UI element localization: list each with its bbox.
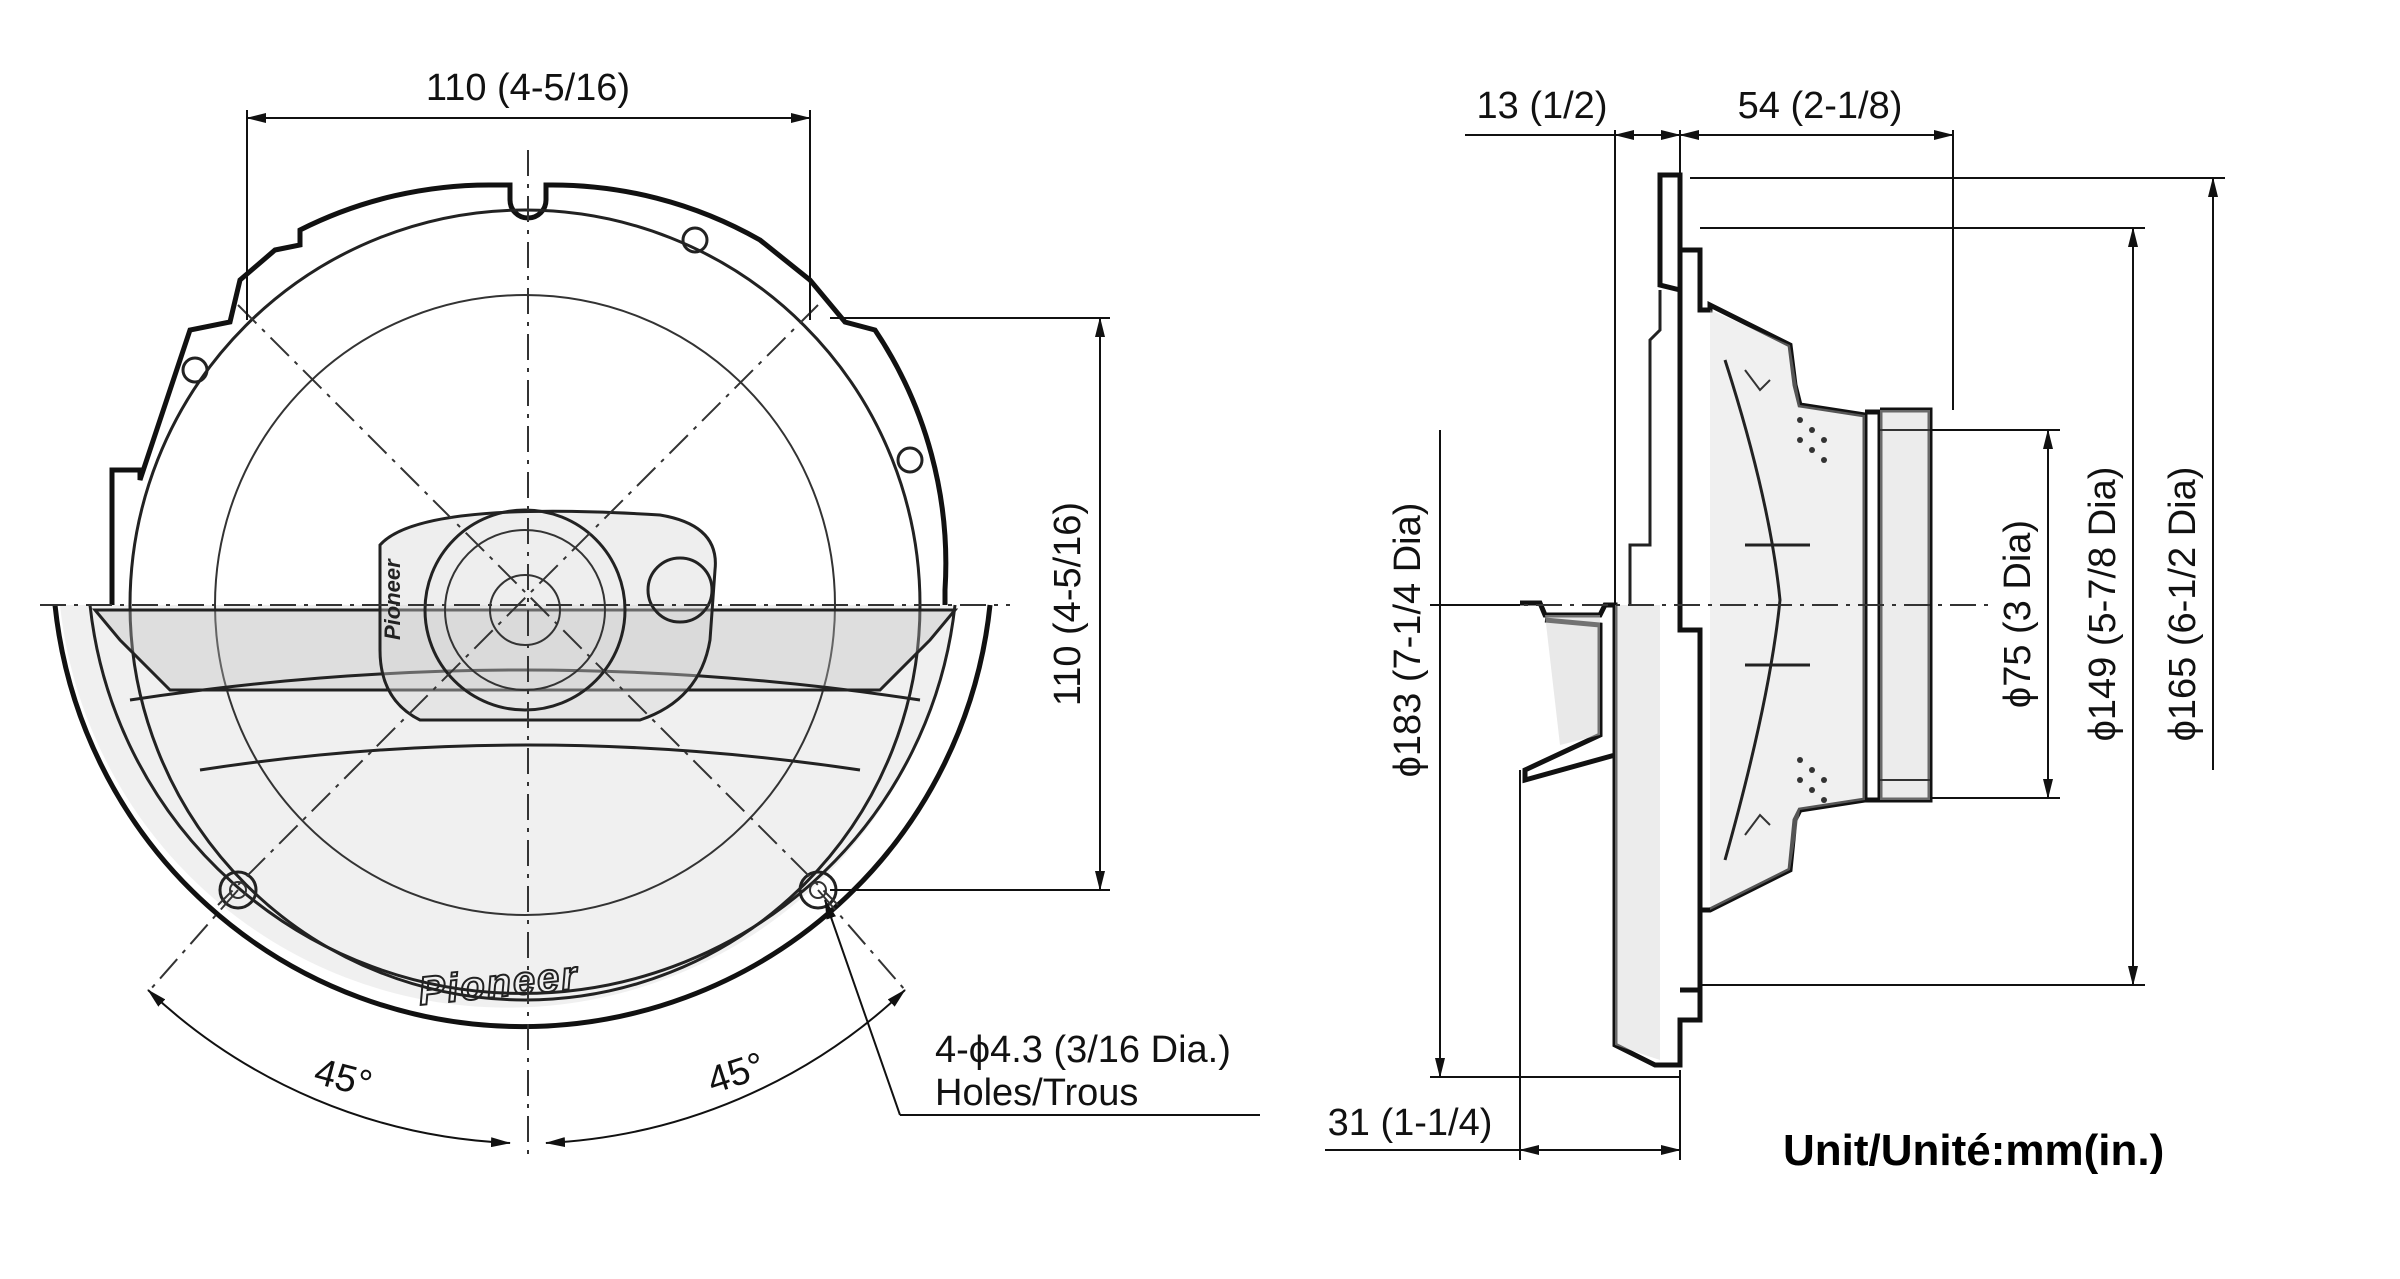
dim-right-label: 110 (4-5/16) <box>1047 502 1089 706</box>
tweeter-center <box>489 574 561 646</box>
diagonal-centerline-1 <box>237 304 839 906</box>
unit-label: Unit/Unité:mm(in.) <box>1783 1126 2164 1175</box>
mount-hole-left <box>218 870 258 910</box>
hole-top-right <box>681 226 709 254</box>
dim-flange-label: 13 (1/2) <box>1477 85 1608 127</box>
flange-shade <box>1615 605 1660 1060</box>
speaker-lower-rim-inner <box>88 604 957 995</box>
basket-window-top <box>1744 369 1771 392</box>
angle-ref-right <box>817 889 906 991</box>
speaker-lower-rim <box>52 604 993 1030</box>
mount-hole-left-inner <box>229 881 247 899</box>
grille-bar <box>91 608 959 692</box>
angle-right-label: 45° <box>702 1045 770 1103</box>
dim-protrusion-label: 31 (1-1/4) <box>1328 1102 1493 1144</box>
small-brand-logo: Pioneer <box>380 558 405 640</box>
speaker-outer-frame <box>109 182 949 605</box>
supertweeter <box>646 556 714 624</box>
angle-left-label: 45° <box>310 1051 376 1106</box>
side-view: 13 (1/2) 54 (2-1/8) 31 (1-1/4) ϕ183 (7-1… <box>1325 85 2225 1160</box>
tweeter-outer <box>423 508 627 712</box>
diagonal-centerline-2 <box>217 304 819 906</box>
dia-mount-label: ϕ165 (6-1/2 Dia) <box>2162 467 2204 742</box>
hole-top-left <box>181 356 209 384</box>
basket-shade <box>1710 310 1865 910</box>
vent-dots-bottom <box>1797 757 1827 803</box>
grille-protrusion-shade <box>1545 615 1600 745</box>
hole-right <box>896 446 924 474</box>
dia-cutout-label: ϕ149 (5-7/8 Dia) <box>2082 467 2124 742</box>
holes-label-1: 4-ϕ4.3 (3/16 Dia.) <box>935 1029 1231 1071</box>
flange-outline <box>1612 172 1703 1068</box>
flange-inner <box>1628 290 1662 605</box>
grille-lower-band <box>60 605 955 1008</box>
angle-arc-left <box>147 989 511 1148</box>
basket-outline <box>1680 247 1868 993</box>
vent-dots-top <box>1797 417 1827 463</box>
dia-magnet-label: ϕ75 (3 Dia) <box>1997 520 2039 708</box>
cone-curve <box>1723 359 1782 861</box>
dia-outer-label: ϕ183 (7-1/4 Dia) <box>1387 503 1429 778</box>
angle-arc-right <box>545 989 906 1148</box>
grille-arch-2 <box>129 668 921 702</box>
holes-leader <box>824 899 901 1116</box>
tweeter-mid <box>444 529 606 691</box>
grille-arch <box>199 743 861 772</box>
front-view: Pioneer Pioneer 110 (4-5/16) 110 (4-5/16… <box>40 67 1260 1160</box>
basket-window-bottom <box>1744 813 1771 836</box>
dim-top-label: 110 (4-5/16) <box>426 67 630 109</box>
angle-ref-left <box>149 889 239 991</box>
dim-depth-label: 54 (2-1/8) <box>1738 85 1903 127</box>
holes-label-2: Holes/Trous <box>935 1072 1138 1114</box>
mount-hole-right-inner <box>809 881 827 899</box>
